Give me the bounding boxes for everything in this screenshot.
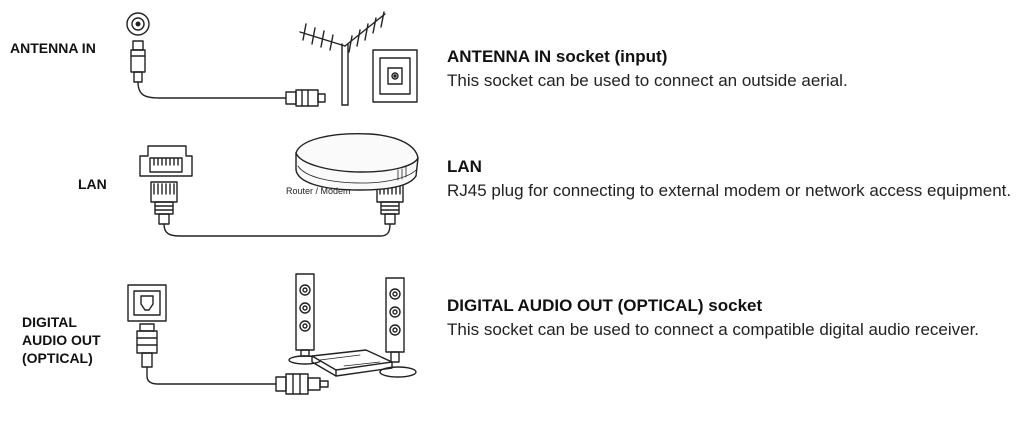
antenna-in-port-label: ANTENNA IN [10,40,96,56]
antenna-in-title: ANTENNA IN socket (input) [447,47,668,66]
connection-diagrams [126,11,419,395]
digital-audio-label-line-3: (OPTICAL) [22,350,93,366]
coax-plug-right-icon [285,89,326,107]
lan-title: LAN [447,157,482,176]
digital-audio-description-block: DIGITAL AUDIO OUT (OPTICAL) socket This … [447,295,1017,340]
lan-description-block: LAN RJ45 plug for connecting to external… [447,156,1017,201]
optical-plug-right-icon [275,373,329,395]
router-modem-label: Router / Modem [286,186,351,196]
coax-plug-icon [130,40,146,83]
digital-audio-label-line-1: DIGITAL [22,314,77,330]
digital-audio-description: This socket can be used to connect a com… [447,320,980,339]
lan-port-label: LAN [78,176,107,192]
antenna-in-description-block: ANTENNA IN socket (input) This socket ca… [447,46,1017,91]
digital-audio-title: DIGITAL AUDIO OUT (OPTICAL) socket [447,296,763,315]
optical-cable [146,366,277,385]
optical-socket-icon [127,284,167,322]
router-modem-icon [295,132,419,191]
lan-description: RJ45 plug for connecting to external mod… [447,181,1012,200]
digital-audio-label-line-2: AUDIO OUT [22,332,101,348]
lan-cable [163,223,391,237]
speaker-system-icon [288,273,417,378]
antenna-in-description: This socket can be used to connect an ou… [447,71,848,90]
optical-plug-icon [136,323,158,368]
rj45-plug-left-icon [150,181,178,225]
rj45-socket-icon [139,145,193,177]
rooftop-antenna-icon [299,11,386,106]
antenna-cable [137,81,287,99]
digital-audio-port-label: DIGITAL AUDIO OUT (OPTICAL) [22,313,101,367]
aerial-wall-socket-icon [372,49,418,103]
antenna-socket-icon [126,12,150,36]
